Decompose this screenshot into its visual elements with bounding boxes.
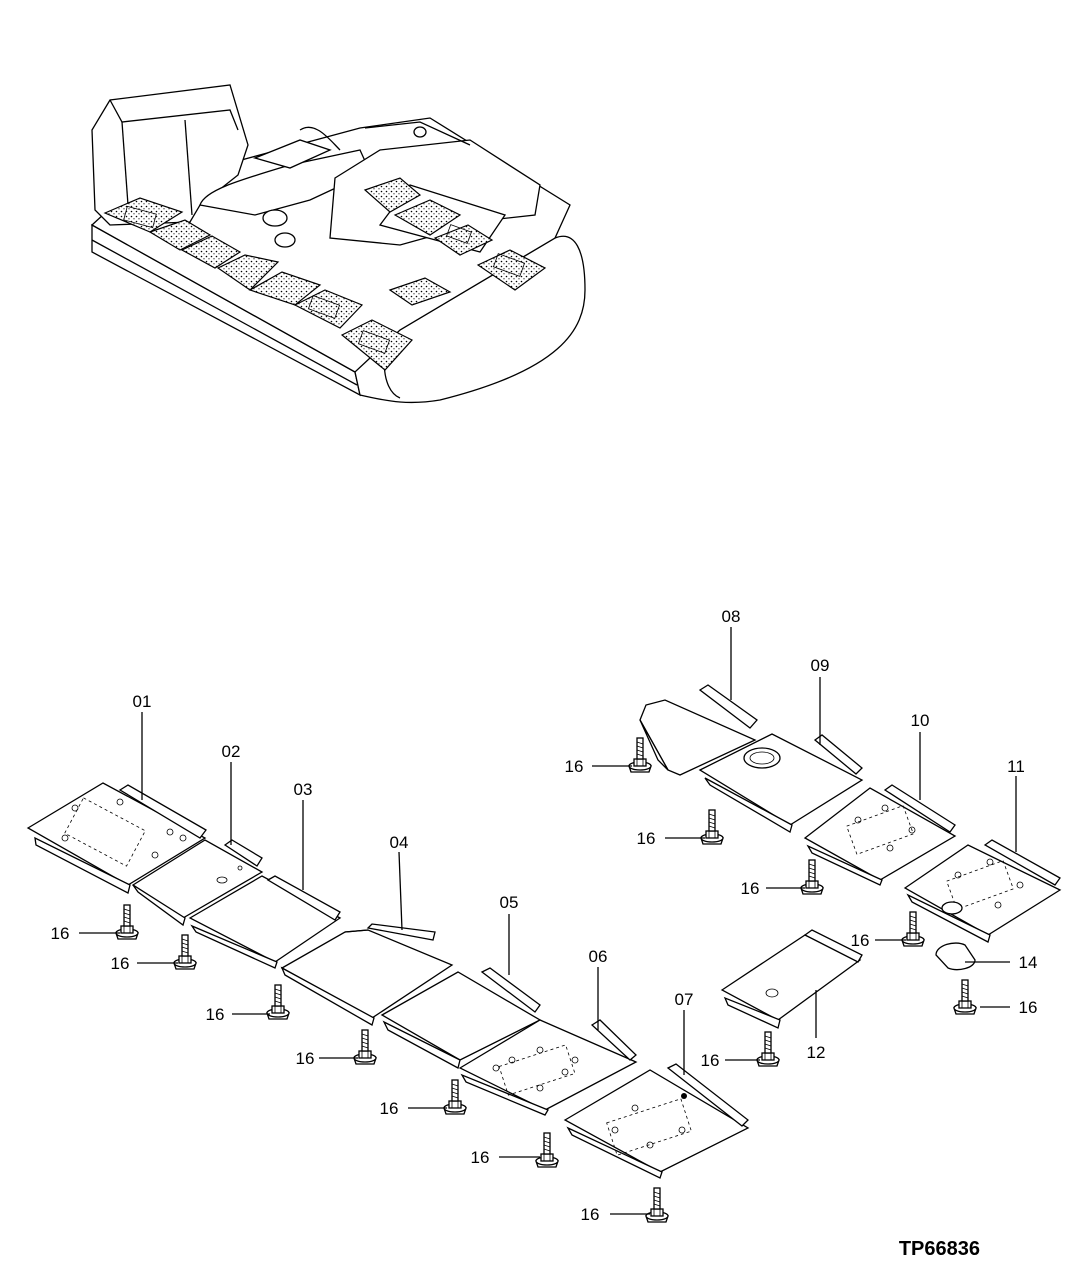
label-10: 10 [911, 711, 930, 730]
label-16: 16 [851, 931, 870, 950]
cover-06 [458, 1019, 638, 1116]
label-16: 16 [380, 1099, 399, 1118]
cover-04 [280, 923, 454, 1026]
cover-05 [380, 967, 542, 1069]
label-16: 16 [111, 954, 130, 973]
machine-overview [90, 84, 586, 404]
cover-11 [903, 839, 1062, 943]
drawing-reference: TP66836 [899, 1238, 980, 1260]
label-06: 06 [589, 947, 608, 966]
label-16: 16 [741, 879, 760, 898]
label-16: 16 [1019, 998, 1038, 1017]
label-16: 16 [637, 829, 656, 848]
cover-03 [188, 875, 342, 969]
cover-08 [639, 684, 758, 776]
label-09: 09 [811, 656, 830, 675]
label-05: 05 [500, 893, 519, 912]
label-14: 14 [1019, 953, 1038, 972]
cover-09 [698, 733, 864, 833]
label-08: 08 [722, 607, 741, 626]
label-16: 16 [296, 1049, 315, 1068]
label-03: 03 [294, 780, 313, 799]
cover-10 [803, 784, 957, 886]
label-11: 11 [1007, 757, 1025, 776]
part-number-labels: 01 02 03 04 05 06 07 08 09 10 11 12 14 1… [51, 607, 1038, 1224]
cover-02 [131, 839, 264, 927]
label-02: 02 [222, 742, 241, 761]
label-16: 16 [581, 1205, 600, 1224]
label-16: 16 [206, 1005, 225, 1024]
label-01: 01 [133, 692, 152, 711]
exploded-covers: 01 02 03 04 05 06 07 08 09 10 11 12 14 1… [26, 607, 1062, 1260]
label-16: 16 [471, 1148, 490, 1167]
label-07: 07 [675, 990, 694, 1009]
cover-12 [720, 929, 863, 1029]
cover-14 [935, 942, 976, 971]
label-16: 16 [565, 757, 584, 776]
label-16: 16 [701, 1051, 720, 1070]
label-12: 12 [807, 1043, 826, 1062]
leader-lines [79, 627, 1017, 1215]
label-16: 16 [51, 924, 70, 943]
label-04: 04 [390, 833, 409, 852]
cover-07 [563, 1063, 750, 1179]
